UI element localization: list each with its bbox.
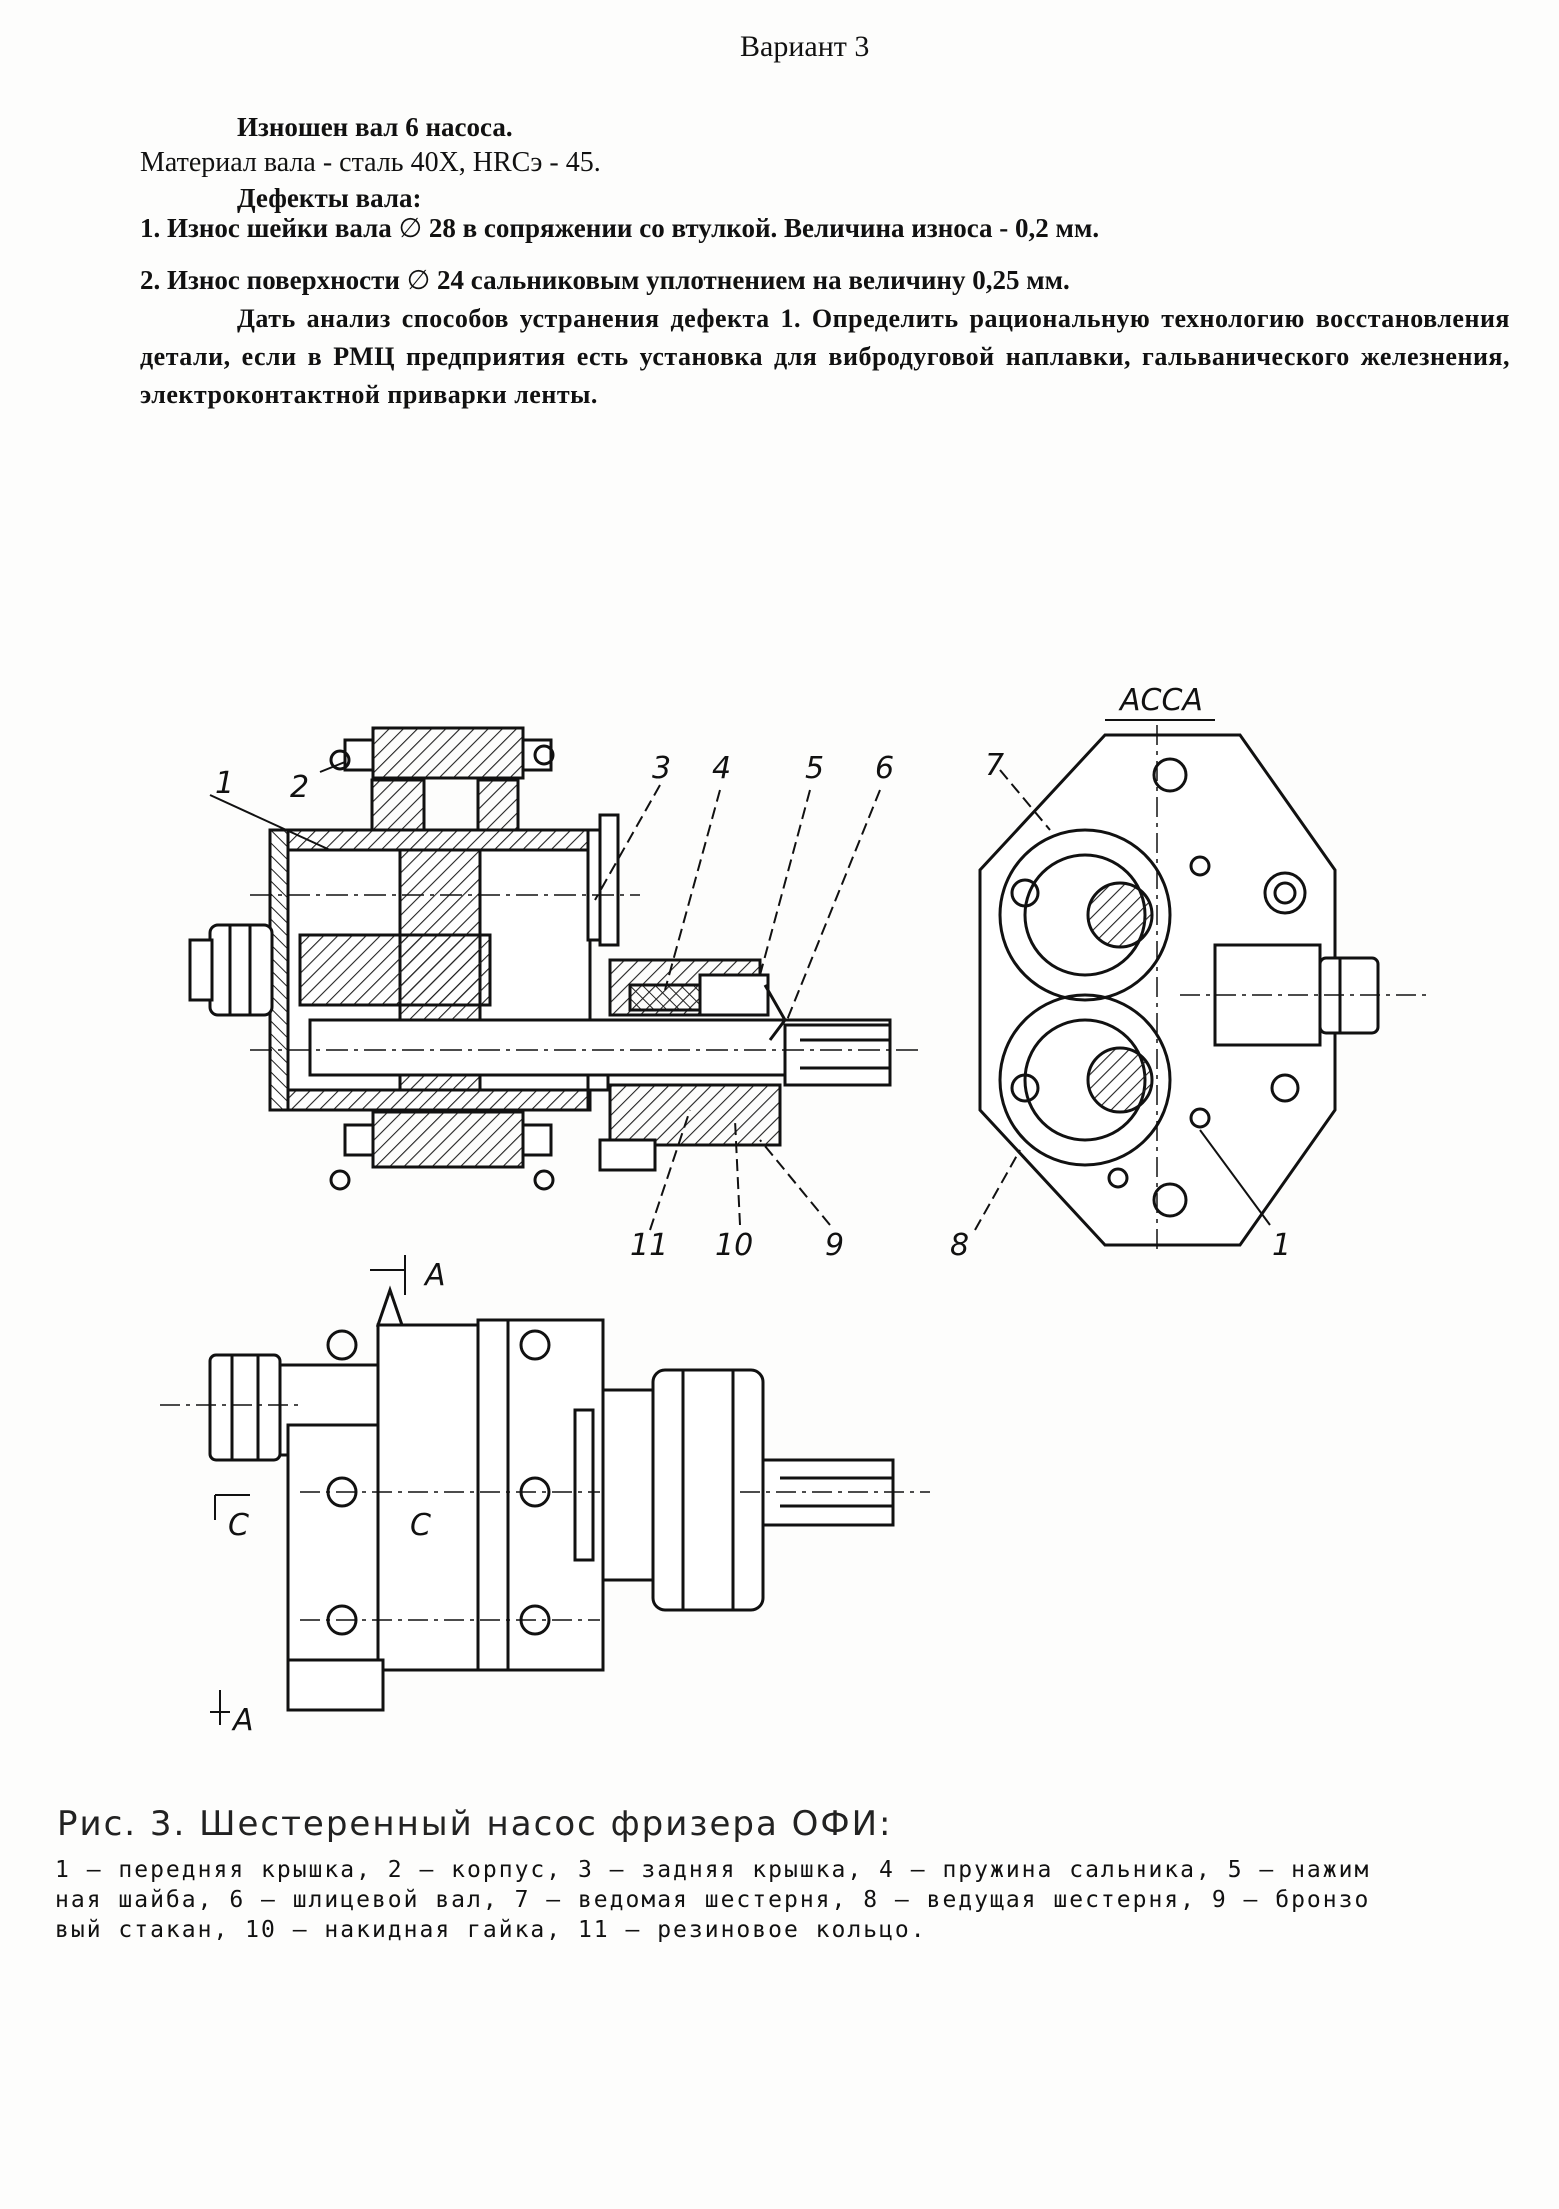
figure-caption: Рис. 3. Шестеренный насос фризера ОФИ: — [57, 1804, 893, 1844]
view-label-a-bottom: А — [231, 1703, 254, 1738]
material-line: Материал вала - сталь 40Х, HRCэ - 45. — [140, 147, 601, 178]
diameter-symbol: ∅ — [406, 265, 431, 295]
view-label-c-left: С — [228, 1508, 249, 1543]
callout-5: 5 — [805, 751, 824, 786]
worn-part-line: Изношен вал 6 насоса. — [237, 112, 513, 142]
view-label-c-right: С — [410, 1508, 431, 1543]
callout-6: 6 — [875, 751, 894, 786]
callout-4: 4 — [712, 751, 731, 786]
outside-view — [160, 1255, 930, 1725]
defect-2-line: 2. Износ поверхности ∅ 24 сальниковым уп… — [140, 265, 1070, 296]
defect-2-prefix: 2. Износ поверхности — [140, 265, 407, 295]
defect-2-text: 24 сальниковым уплотнением на величину 0… — [437, 265, 1070, 295]
legend-line: вый стакан, 10 — накидная гайка, 11 — ре… — [55, 1917, 927, 1943]
figure-legend: 1 — передняя крышка, 2 — корпус, 3 — зад… — [55, 1855, 1555, 1945]
callout-8: 8 — [950, 1228, 969, 1263]
callout-1-end: 1 — [1272, 1228, 1291, 1263]
assignment-text: Дать анализ способов устранения дефекта … — [140, 304, 1510, 409]
assignment-paragraph: Дать анализ способов устранения дефекта … — [140, 300, 1510, 414]
pump-drawing: 1 2 3 4 5 6 11 10 9 АССА — [160, 683, 1430, 1738]
defect-1-line: 1. Износ шейки вала ∅ 28 в сопряжении со… — [140, 213, 1099, 244]
view-label-a-top: А — [423, 1258, 446, 1293]
diameter-symbol: ∅ — [398, 213, 423, 243]
defect-1-prefix: 1. Износ шейки вала — [140, 213, 399, 243]
defects-heading: Дефекты вала: — [237, 183, 422, 213]
section-view — [188, 726, 920, 1231]
defect-1-text: 28 в сопряжении со втулкой. Величина изн… — [428, 213, 1100, 243]
callout-3: 3 — [652, 751, 671, 786]
legend-line: ная шайба, 6 — шлицевой вал, 7 — ведомая… — [55, 1887, 1371, 1913]
variant-heading: Вариант 3 — [740, 30, 870, 63]
end-view — [974, 719, 1430, 1255]
callout-2: 2 — [290, 770, 309, 805]
callout-10: 10 — [715, 1228, 753, 1263]
legend-line: 1 — передняя крышка, 2 — корпус, 3 — зад… — [55, 1857, 1371, 1883]
callout-9: 9 — [825, 1228, 844, 1263]
callout-7: 7 — [985, 748, 1004, 783]
section-label: АССА — [1118, 683, 1203, 718]
callout-11: 11 — [630, 1228, 668, 1263]
callout-1: 1 — [215, 766, 234, 801]
